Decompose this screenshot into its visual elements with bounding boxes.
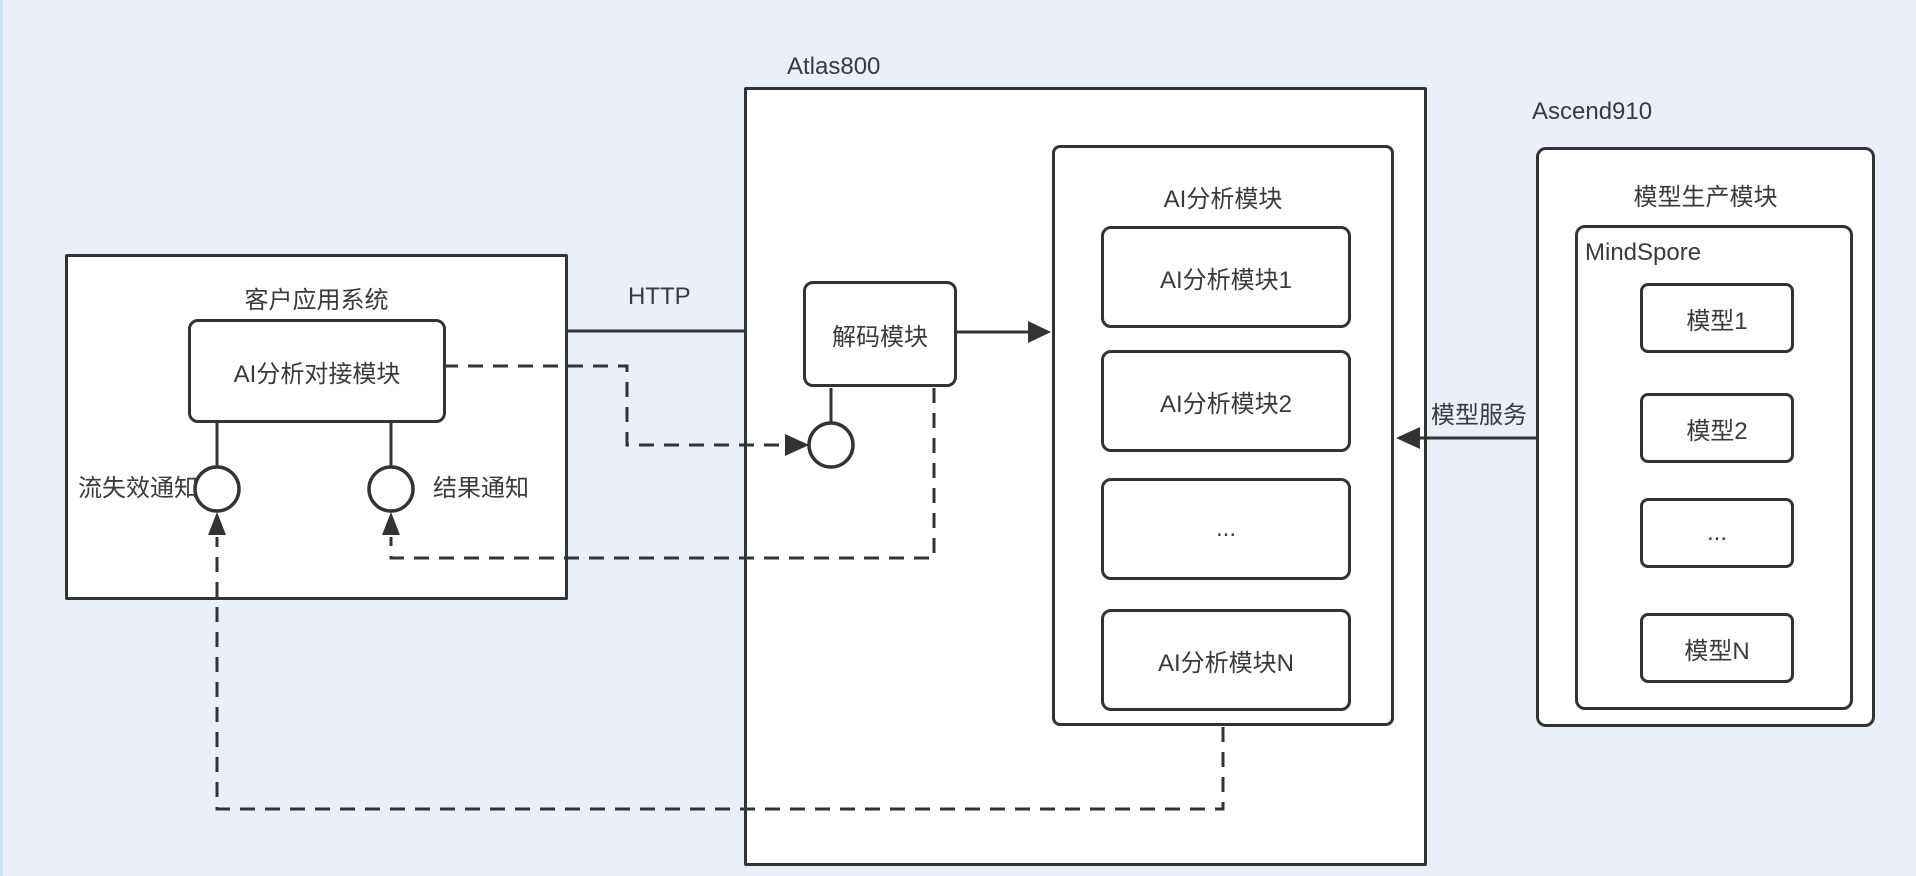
decoder-module-label: 解码模块	[832, 323, 928, 351]
mindspore-box: MindSpore 模型1 模型2 ... 模型N	[1575, 225, 1853, 710]
ai-analysis-group-box: AI分析模块 AI分析模块1 AI分析模块2 ... AI分析模块N	[1052, 145, 1394, 726]
ai-docking-module-box: AI分析对接模块	[188, 319, 446, 423]
mindspore-label: MindSpore	[1585, 239, 1702, 266]
ai-analysis-module-2-box: AI分析模块2	[1101, 350, 1351, 452]
atlas800-label: Atlas800	[787, 53, 881, 80]
model-n-label: 模型N	[1684, 637, 1750, 665]
model-ellipsis-label: ...	[1706, 519, 1727, 546]
client-system-box: 客户应用系统 AI分析对接模块	[65, 254, 568, 600]
ai-analysis-module-n-box: AI分析模块N	[1101, 609, 1351, 711]
result-notify-label: 结果通知	[433, 475, 529, 502]
ai-analysis-module-ellipsis-label: ...	[1215, 515, 1236, 542]
window-edge-strip	[0, 0, 3, 876]
model-n-box: 模型N	[1640, 613, 1794, 683]
client-system-title: 客户应用系统	[244, 287, 389, 314]
model-2-label: 模型2	[1686, 417, 1748, 445]
ai-docking-module-label: AI分析对接模块	[233, 360, 401, 388]
model-2-box: 模型2	[1640, 393, 1794, 463]
model-production-title: 模型生产模块	[1633, 184, 1778, 211]
http-edge-label: HTTP	[628, 283, 691, 310]
ai-analysis-module-n-label: AI分析模块N	[1157, 649, 1294, 677]
ai-analysis-group-title: AI分析模块	[1163, 186, 1283, 213]
ascend910-label: Ascend910	[1532, 98, 1653, 125]
stream-invalid-notify-label: 流失效通知	[78, 475, 198, 502]
ai-analysis-module-1-box: AI分析模块1	[1101, 226, 1351, 328]
model-service-edge-label: 模型服务	[1431, 402, 1527, 429]
model-ellipsis-box: ...	[1640, 498, 1794, 568]
model-1-box: 模型1	[1640, 283, 1794, 353]
ascend910-box: 模型生产模块 MindSpore 模型1 模型2 ... 模型N	[1536, 147, 1875, 727]
decoder-module-box: 解码模块	[803, 281, 957, 387]
ai-analysis-module-1-label: AI分析模块1	[1159, 266, 1293, 294]
model-1-label: 模型1	[1686, 307, 1748, 335]
ai-analysis-module-2-label: AI分析模块2	[1159, 390, 1293, 418]
ai-analysis-module-ellipsis-box: ...	[1101, 478, 1351, 580]
